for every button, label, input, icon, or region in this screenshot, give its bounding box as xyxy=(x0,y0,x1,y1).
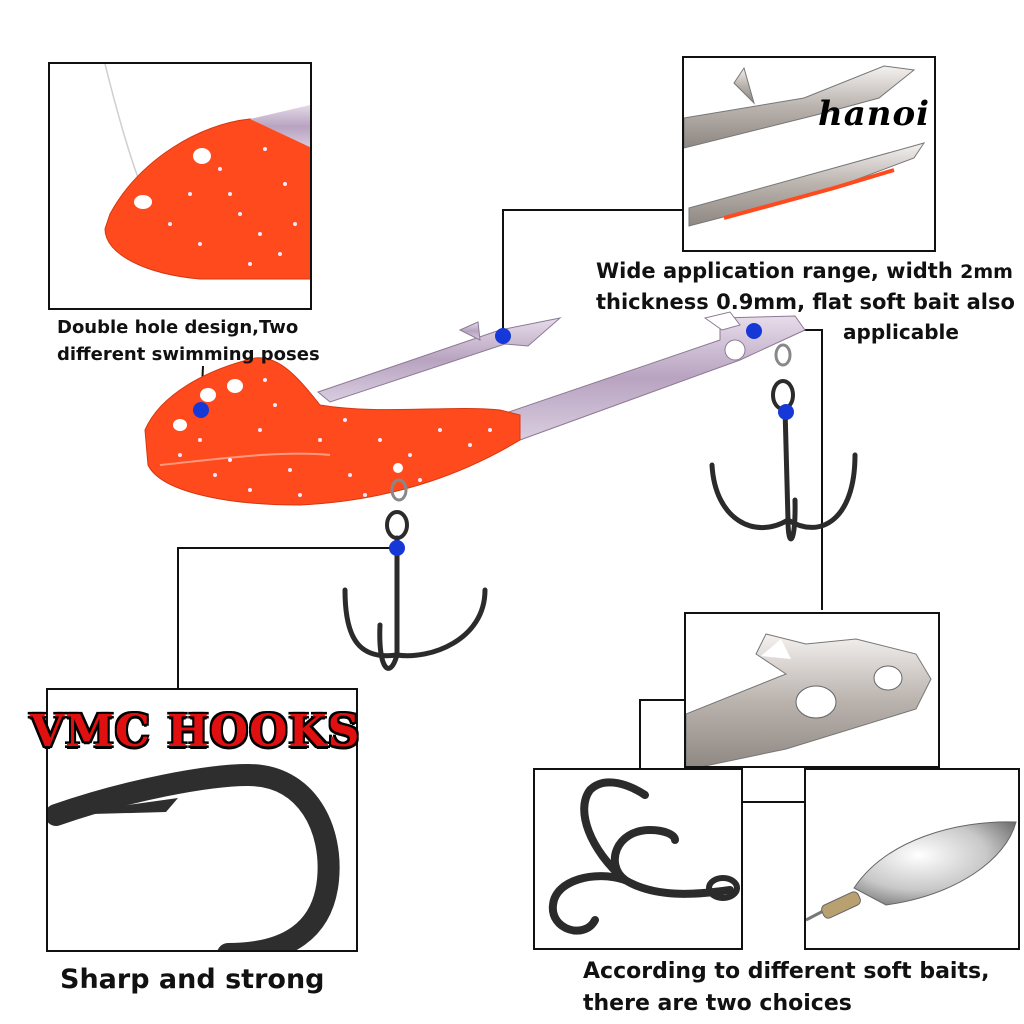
weed-guard-wire xyxy=(316,317,562,403)
caption-two-choices-line2: there are two choices xyxy=(583,991,852,1016)
lure-head xyxy=(144,357,521,506)
detail-box-head xyxy=(48,62,312,310)
caption-sharp-strong: Sharp and strong xyxy=(60,964,325,995)
wire-closeup xyxy=(684,65,926,227)
glitter-speckles xyxy=(178,378,492,497)
detail-box-treble xyxy=(533,768,743,950)
lure-shank xyxy=(499,311,806,441)
spoon-closeup xyxy=(806,821,1017,922)
brand-watermark: hanoi xyxy=(818,94,931,134)
detail-box-spoon xyxy=(804,768,1020,950)
caption-two-choices-line1: According to different soft baits, xyxy=(583,959,990,984)
caption-application-prefix: Wide application range, width xyxy=(596,259,961,283)
front-treble-hook xyxy=(342,478,488,671)
vmc-hooks-logo: VMC HOOKS xyxy=(30,706,361,757)
caption-application-line1: Wide application range, width 2mm xyxy=(596,256,1015,287)
hook-point-closeup xyxy=(48,763,340,950)
caption-application-line2: thickness 0.9mm, flat soft bait also xyxy=(596,290,1015,314)
caption-application-width: 2mm xyxy=(960,261,1013,283)
caption-application-range: Wide application range, width 2mm thickn… xyxy=(596,256,1015,317)
detail-box-wire xyxy=(682,56,936,252)
marker-dots xyxy=(193,323,794,556)
treble-closeup xyxy=(548,778,740,935)
detail-box-vmc-hook xyxy=(46,688,358,952)
detail-box-shank-eyes xyxy=(684,612,940,768)
head-closeup xyxy=(104,64,310,280)
caption-double-hole-line2: different swimming poses xyxy=(57,344,320,365)
caption-double-hole-line1: Double hole design,Two xyxy=(57,317,299,338)
rear-treble-hook xyxy=(709,343,858,542)
caption-double-hole: Double hole design,Two different swimmin… xyxy=(57,314,320,368)
caption-application-line3: applicable xyxy=(843,320,959,344)
caption-two-choices: According to different soft baits, there… xyxy=(583,956,989,1020)
shank-closeup xyxy=(686,633,932,766)
